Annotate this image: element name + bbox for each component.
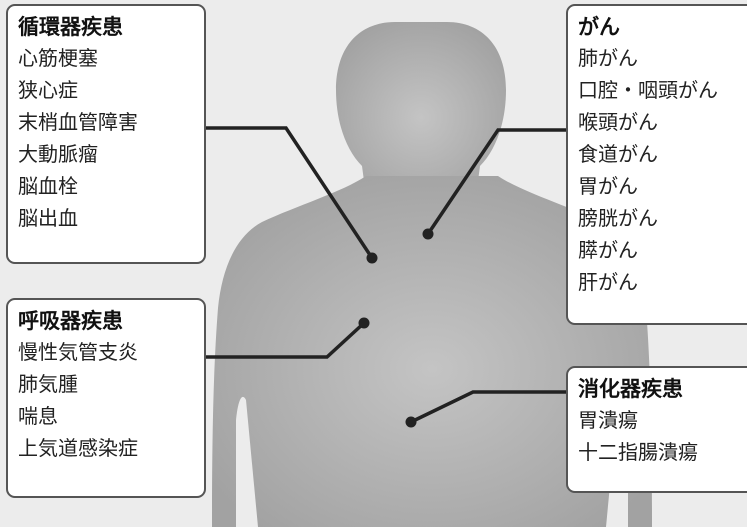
list-item: 胃潰瘍 — [578, 408, 638, 432]
circulatory-title: 循環器疾患 — [18, 15, 123, 39]
list-item: 脳出血 — [18, 206, 78, 230]
circulatory-box: 循環器疾患 心筋梗塞 狭心症 末梢血管障害 大動脈瘤 脳血栓 脳出血 — [6, 4, 206, 264]
respiratory-list: 慢性気管支炎 肺気腫 喘息 上気道感染症 — [18, 336, 196, 464]
body-points — [358, 228, 434, 428]
list-item: 喘息 — [18, 404, 58, 428]
connector-digestive — [410, 390, 567, 424]
cancer-title: がん — [578, 15, 620, 39]
list-item: 膵がん — [578, 238, 638, 262]
point-stomach — [405, 416, 417, 428]
list-item: 慢性気管支炎 — [18, 340, 138, 364]
list-item: 脳血栓 — [18, 174, 78, 198]
list-item: 食道がん — [578, 142, 658, 166]
list-item: 上気道感染症 — [18, 436, 138, 460]
list-item: 喉頭がん — [578, 110, 658, 134]
circulatory-list: 心筋梗塞 狭心症 末梢血管障害 大動脈瘤 脳血栓 脳出血 — [18, 42, 196, 234]
respiratory-title: 呼吸器疾患 — [18, 309, 123, 333]
respiratory-box: 呼吸器疾患 慢性気管支炎 肺気腫 喘息 上気道感染症 — [6, 298, 206, 498]
connector-lines — [205, 126, 567, 424]
digestive-box: 消化器疾患 胃潰瘍 十二指腸潰瘍 — [566, 366, 747, 493]
silhouette-left-arm-gap — [236, 396, 258, 527]
list-item: 肺気腫 — [18, 372, 78, 396]
list-item: 肝がん — [578, 270, 638, 294]
connector-circulatory — [205, 126, 374, 259]
list-item: 胃がん — [578, 174, 638, 198]
silhouette-torso — [212, 176, 652, 527]
list-item: 大動脈瘤 — [18, 142, 98, 166]
list-item: 口腔・咽頭がん — [578, 78, 718, 102]
cancer-box: がん 肺がん 口腔・咽頭がん 喉頭がん 食道がん 胃がん 膀胱がん 膵がん 肝が… — [566, 4, 747, 325]
list-item: 膀胱がん — [578, 206, 658, 230]
point-lung — [358, 317, 370, 329]
list-item: 狭心症 — [18, 78, 78, 102]
list-item: 十二指腸潰瘍 — [578, 440, 698, 464]
connector-cancer — [426, 128, 567, 235]
list-item: 肺がん — [578, 46, 638, 70]
point-heart — [366, 252, 378, 264]
digestive-list: 胃潰瘍 十二指腸潰瘍 — [578, 404, 746, 468]
list-item: 心筋梗塞 — [18, 46, 98, 70]
list-item: 末梢血管障害 — [18, 110, 138, 134]
digestive-title: 消化器疾患 — [578, 377, 683, 401]
connector-respiratory — [205, 321, 366, 359]
silhouette-head — [336, 22, 506, 196]
cancer-list: 肺がん 口腔・咽頭がん 喉頭がん 食道がん 胃がん 膀胱がん 膵がん 肝がん — [578, 42, 746, 298]
point-throat — [422, 228, 434, 240]
